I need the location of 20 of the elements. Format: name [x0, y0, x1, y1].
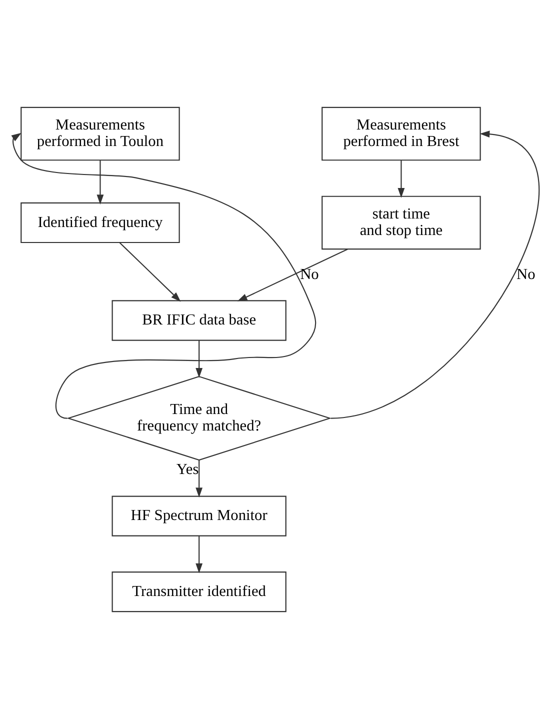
edge-label: No [516, 266, 536, 283]
arrow [330, 130, 540, 419]
arrow [196, 340, 203, 378]
edge-label: Yes [176, 460, 199, 478]
arrow [119, 242, 181, 302]
arrow [196, 536, 203, 574]
arrow [196, 460, 203, 498]
arrow [237, 248, 348, 302]
arrow [11, 132, 316, 419]
arrow [96, 160, 104, 205]
node-box: BR IFIC data base [112, 300, 286, 341]
node-box: Transmitter identified [112, 572, 286, 612]
edge-label: No [300, 266, 319, 283]
node-box: Measurements performed in Brest [322, 106, 481, 161]
node-box: Measurements performed in Toulon [20, 106, 180, 161]
node-diamond: Time and frequency matched? [66, 376, 332, 461]
node-box: HF Spectrum Monitor [112, 496, 286, 536]
node-box: start time and stop time [322, 196, 481, 250]
node-box: Identified frequency [20, 202, 180, 244]
arrow [398, 160, 405, 198]
